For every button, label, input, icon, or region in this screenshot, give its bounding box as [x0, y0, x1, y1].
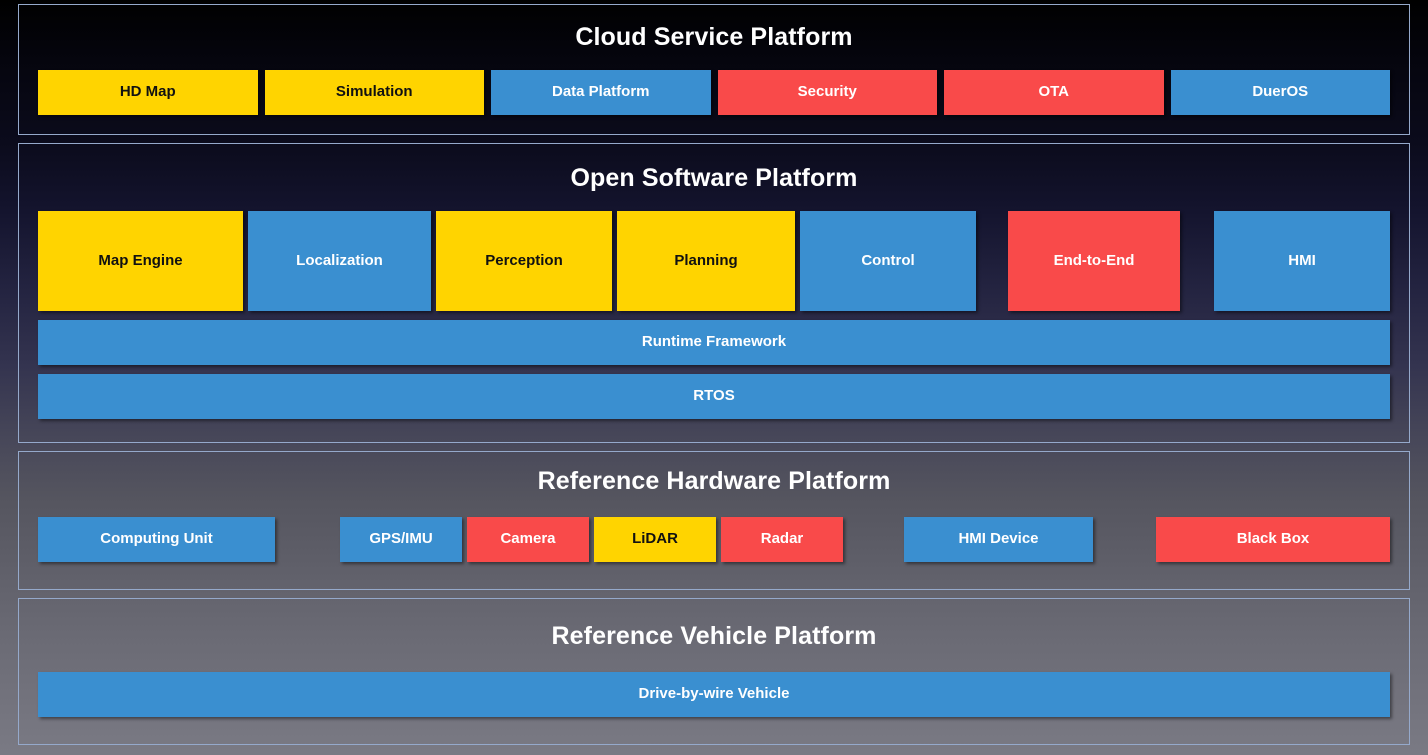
cloud-item-simulation[interactable]: Simulation	[264, 70, 484, 115]
cloud-items-row: HD Map Simulation Data Platform Security…	[38, 70, 1390, 115]
panel-reference-hardware-platform: Reference Hardware Platform Computing Un…	[18, 451, 1410, 590]
panel-title-software: Open Software Platform	[570, 164, 858, 192]
hardware-item-lidar[interactable]: LiDAR	[594, 517, 716, 562]
panel-title-vehicle: Reference Vehicle Platform	[551, 622, 877, 650]
hardware-item-black-box[interactable]: Black Box	[1156, 517, 1390, 562]
panel-title-hardware: Reference Hardware Platform	[537, 467, 891, 495]
hardware-item-hmi-device[interactable]: HMI Device	[904, 517, 1093, 562]
cloud-item-ota[interactable]: OTA	[944, 70, 1164, 115]
software-module-perception[interactable]: Perception	[436, 211, 612, 311]
cloud-item-security[interactable]: Security	[717, 70, 937, 115]
software-module-control[interactable]: Control	[800, 211, 976, 311]
software-module-end-to-end[interactable]: End-to-End	[1008, 211, 1180, 311]
software-bar-rtos[interactable]: RTOS	[38, 374, 1390, 419]
software-modules-row: Map Engine Localization Perception Plann…	[38, 211, 1390, 311]
panel-open-software-platform: Open Software Platform Map Engine Locali…	[18, 143, 1410, 443]
cloud-item-hd-map[interactable]: HD Map	[38, 70, 258, 115]
cloud-item-data-platform[interactable]: Data Platform	[491, 70, 711, 115]
hardware-item-camera[interactable]: Camera	[467, 517, 589, 562]
hardware-item-gps-imu[interactable]: GPS/IMU	[340, 517, 462, 562]
cloud-item-dueros[interactable]: DuerOS	[1170, 70, 1390, 115]
panel-title-cloud: Cloud Service Platform	[575, 23, 853, 51]
hardware-items-row: Computing Unit GPS/IMU Camera LiDAR Rada…	[38, 517, 1390, 562]
panel-cloud-service-platform: Cloud Service Platform HD Map Simulation…	[18, 4, 1410, 135]
software-module-hmi[interactable]: HMI	[1214, 211, 1390, 311]
software-module-planning[interactable]: Planning	[617, 211, 795, 311]
vehicle-item-drive-by-wire[interactable]: Drive-by-wire Vehicle	[38, 672, 1390, 717]
software-bar-runtime-framework[interactable]: Runtime Framework	[38, 320, 1390, 365]
hardware-item-radar[interactable]: Radar	[721, 517, 843, 562]
panel-reference-vehicle-platform: Reference Vehicle Platform Drive-by-wire…	[18, 598, 1410, 745]
software-module-localization[interactable]: Localization	[248, 211, 431, 311]
software-module-map-engine[interactable]: Map Engine	[38, 211, 243, 311]
hardware-item-computing-unit[interactable]: Computing Unit	[38, 517, 275, 562]
